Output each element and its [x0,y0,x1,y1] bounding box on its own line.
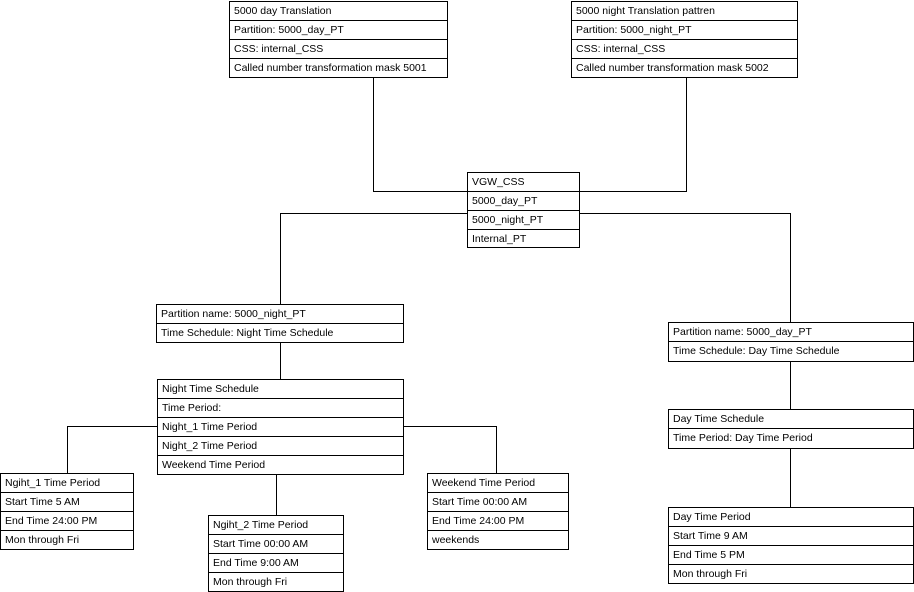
vgw-css-night-partition: 5000_night_PT [468,210,579,229]
night-schedule-weekend: Weekend Time Period [158,455,403,474]
day-period-title: Day Time Period [673,511,751,523]
day-partition-name: Partition name: 5000_day_PT [673,326,812,338]
night2-period-end: End Time 9:00 AM [209,553,343,572]
day-translation-mask: Called number transformation mask 5001 [230,58,447,77]
weekend-period-days: weekends [428,530,568,549]
vgw-css-day-partition: 5000_day_PT [468,191,579,210]
weekend-period-start: Start Time 00:00 AM [428,492,568,511]
night-schedule-time-period: Time Period: [158,398,403,417]
night1-period-end: End Time 24:00 PM [1,511,133,530]
night-translation-mask: Called number transformation mask 5002 [572,58,797,77]
connector-night-translation-to-vgw [580,77,687,192]
night-schedule-night1: Night_1 Time Period [158,417,403,436]
day-partition-box: Partition name: 5000_day_PT Time Schedul… [668,322,914,362]
night-schedule-night2: Night_2 Time Period [158,436,403,455]
night-partition-name: Partition name: 5000_night_PT [161,308,306,320]
weekend-period-box: Weekend Time Period Start Time 00:00 AM … [427,473,569,550]
night2-period-title: Ngiht_2 Time Period [213,519,309,531]
day-schedule-time-period: Time Period: Day Time Period [669,428,913,447]
connector-day-translation-to-vgw [373,77,468,192]
night-translation-box: 5000 night Translation pattren Partition… [571,1,798,78]
weekend-period-title: Weekend Time Period [432,477,536,489]
day-partition-schedule: Time Schedule: Day Time Schedule [669,341,913,360]
day-translation-partition: Partition: 5000_day_PT [230,20,447,39]
night1-period-title: Ngiht_1 Time Period [5,477,101,489]
vgw-css-internal-partition: Internal_PT [468,229,579,248]
weekend-period-end: End Time 24:00 PM [428,511,568,530]
vgw-css-title: VGW_CSS [472,176,525,188]
day-translation-box: 5000 day Translation Partition: 5000_day… [229,1,448,78]
day-schedule-title: Day Time Schedule [673,413,765,425]
night1-period-days: Mon through Fri [1,530,133,549]
day-period-end: End Time 5 PM [669,545,913,564]
connector-schedule-to-weekend [403,426,497,474]
night2-period-days: Mon through Fri [209,572,343,591]
night-schedule-title: Night Time Schedule [162,383,259,395]
day-period-start: Start Time 9 AM [669,526,913,545]
day-translation-title: 5000 day Translation [234,5,332,17]
connector-vgw-to-night-partition [280,213,468,305]
night-translation-title: 5000 night Translation pattren [576,5,715,17]
night2-period-start: Start Time 00:00 AM [209,534,343,553]
connector-schedule-to-night1 [67,426,159,474]
day-translation-css: CSS: internal_CSS [230,39,447,58]
day-period-days: Mon through Fri [669,564,913,583]
day-schedule-box: Day Time Schedule Time Period: Day Time … [668,409,914,449]
night-translation-css: CSS: internal_CSS [572,39,797,58]
night1-period-start: Start Time 5 AM [1,492,133,511]
night2-period-box: Ngiht_2 Time Period Start Time 00:00 AM … [208,515,344,592]
day-period-box: Day Time Period Start Time 9 AM End Time… [668,507,914,584]
connector-vgw-to-day-partition [580,213,791,323]
night-partition-schedule: Time Schedule: Night Time Schedule [157,323,403,342]
night1-period-box: Ngiht_1 Time Period Start Time 5 AM End … [0,473,134,550]
night-translation-partition: Partition: 5000_night_PT [572,20,797,39]
vgw-css-box: VGW_CSS 5000_day_PT 5000_night_PT Intern… [467,172,580,248]
night-schedule-box: Night Time Schedule Time Period: Night_1… [157,379,404,475]
night-partition-box: Partition name: 5000_night_PT Time Sched… [156,304,404,343]
